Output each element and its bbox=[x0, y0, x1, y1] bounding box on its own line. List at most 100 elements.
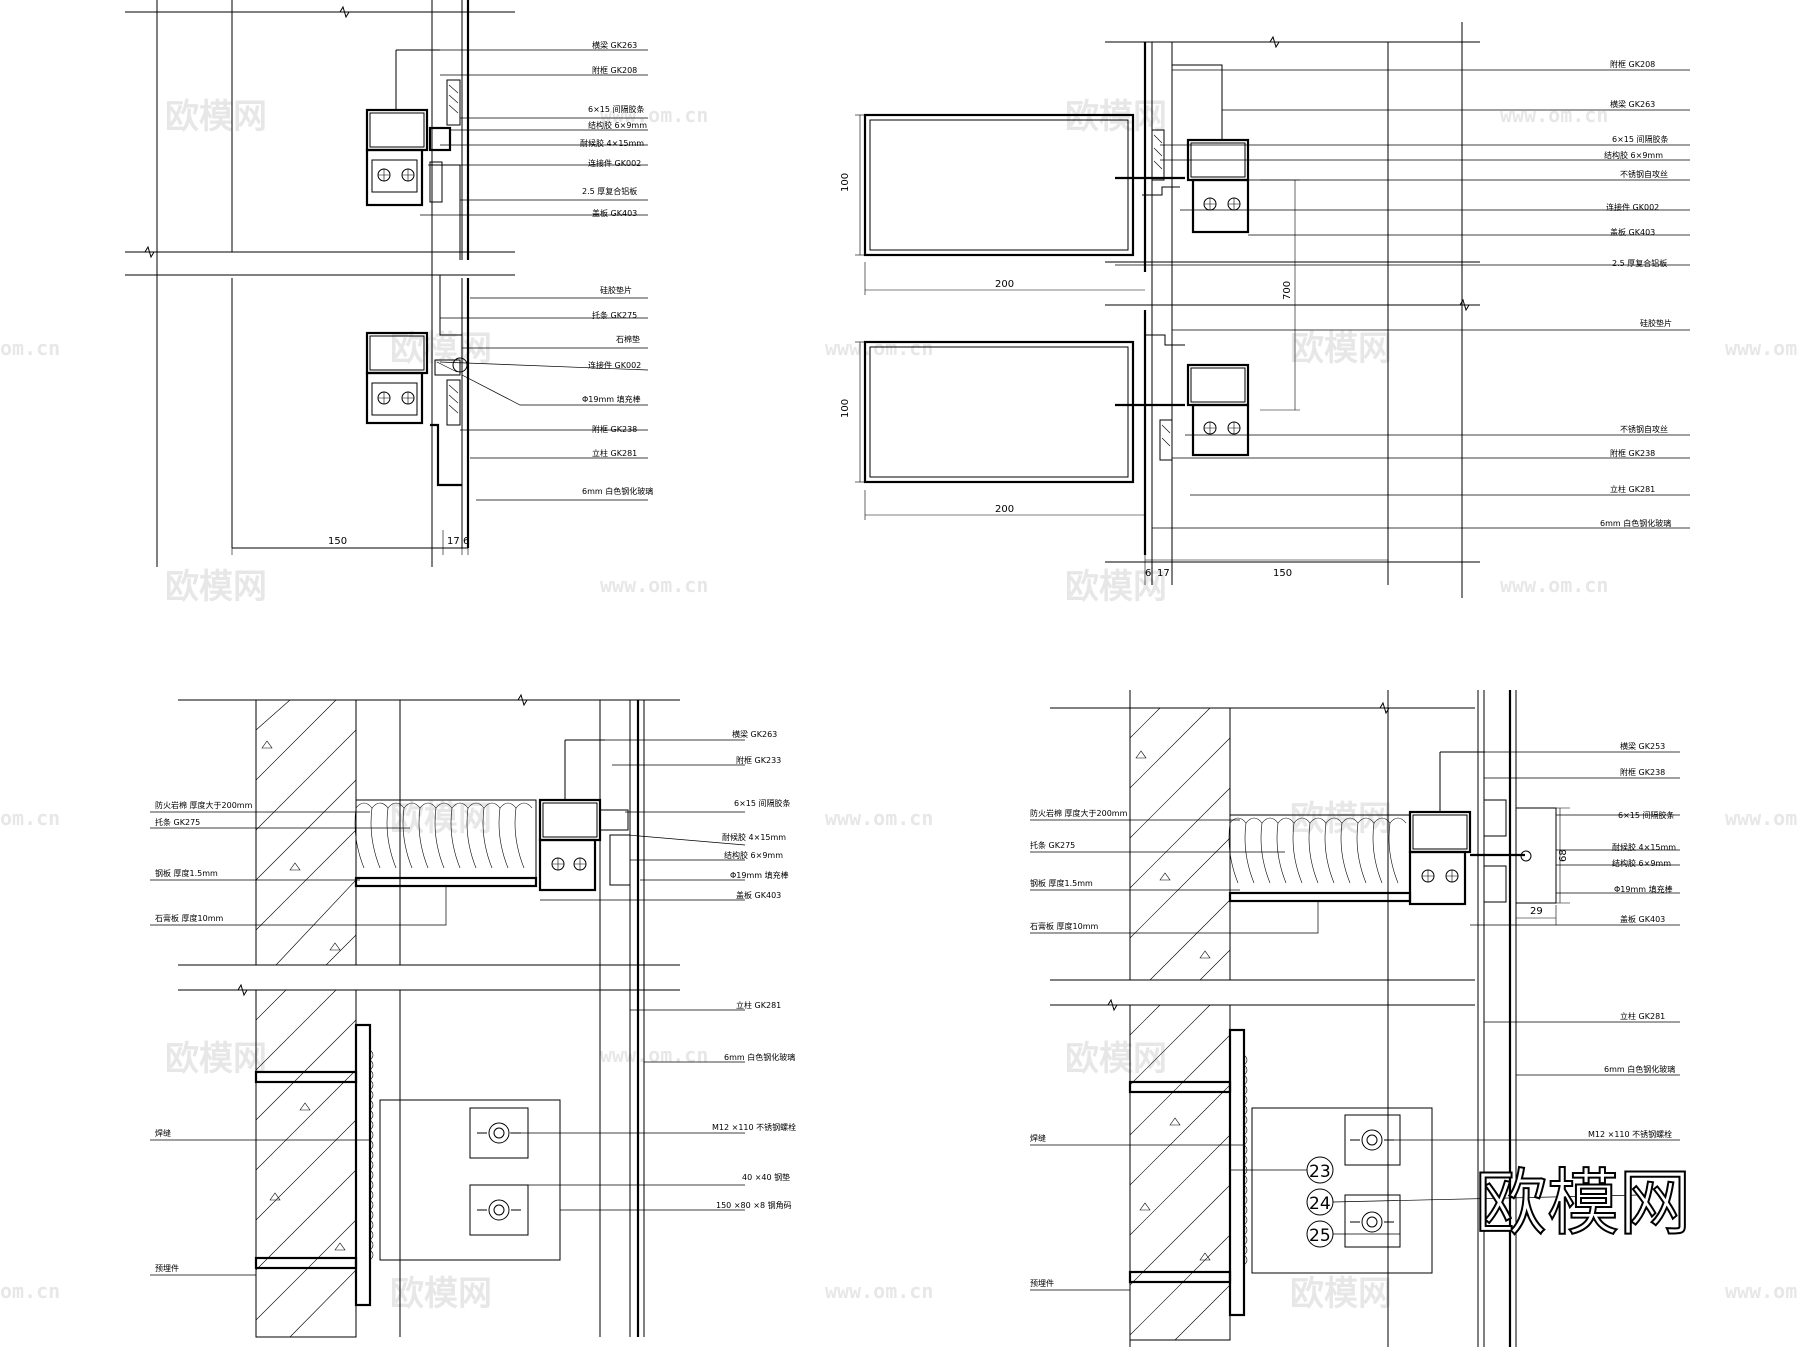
watermark-url: www.om.cn bbox=[825, 1279, 933, 1303]
leader-lines bbox=[396, 49, 649, 501]
dimension-200-bottom: 200 bbox=[995, 504, 1014, 515]
label-steel-washer: 40 ×40 钢垫 bbox=[742, 1172, 790, 1182]
label-tempered-glass: 6mm 白色钢化玻璃 bbox=[1604, 1064, 1675, 1074]
watermark-text: 欧模网 bbox=[1065, 567, 1167, 607]
label-mullion: 立柱 GK281 bbox=[1620, 1011, 1665, 1021]
dimension-150: 150 bbox=[328, 536, 347, 547]
label-support-bar: 托条 GK275 bbox=[1030, 840, 1075, 850]
dimension-100-top: 100 bbox=[840, 173, 851, 192]
label-self-tapping-screw: 不锈钢自攻丝 bbox=[1620, 169, 1668, 179]
detail-bottom-left: 横梁 GK263 附框 GK233 6×15 间隔胶条 耐候胶 4×15mm 结… bbox=[150, 693, 796, 1338]
watermark-text: 欧模网 bbox=[390, 799, 492, 839]
callout-labels: 横梁 GK263 附框 GK208 6×15 间隔胶条 结构胶 6×9mm 耐候… bbox=[580, 40, 653, 496]
watermark-url-short: om.cn bbox=[0, 336, 60, 360]
watermark-url: www.om.cn bbox=[1725, 806, 1800, 830]
label-weather-sealant: 耐候胶 4×15mm bbox=[1612, 842, 1676, 852]
watermark-text: 欧模网 bbox=[390, 1274, 492, 1314]
label-tempered-glass: 6mm 白色钢化玻璃 bbox=[1600, 518, 1671, 528]
label-silicone-shim: 硅胶垫片 bbox=[1640, 318, 1672, 328]
label-structural-sealant: 结构胶 6×9mm bbox=[588, 120, 647, 130]
dimension-200-top: 200 bbox=[995, 279, 1014, 290]
dimension-17: 17 bbox=[447, 536, 460, 547]
watermark-text: 欧模网 bbox=[165, 97, 267, 137]
dimension-700: 700 bbox=[1282, 281, 1293, 300]
watermark-url: www.om.cn bbox=[1500, 103, 1608, 127]
label-sub-frame: 附框 GK208 bbox=[1610, 59, 1655, 69]
watermark-url: www.om.cn bbox=[1725, 336, 1800, 360]
dimension-150: 150 bbox=[1273, 568, 1292, 579]
label-weld: 焊缝 bbox=[155, 1128, 171, 1138]
watermark-url-short: om.cn bbox=[0, 1279, 60, 1303]
label-sub-frame: 附框 GK208 bbox=[592, 65, 637, 75]
label-backer-rod: Φ19mm 填充棒 bbox=[730, 870, 789, 880]
label-structural-sealant: 结构胶 6×9mm bbox=[724, 850, 783, 860]
label-composite-panel: 2.5 厚复合铝板 bbox=[1612, 258, 1667, 268]
watermark-url: www.om.cn bbox=[600, 573, 708, 597]
watermarks: 欧模网 欧模网 欧模网 欧模网 欧模网 欧模网 欧模网 欧模网 欧模网 欧模网 … bbox=[0, 97, 1800, 1314]
leader-lines-left bbox=[150, 811, 447, 1276]
label-connector: 连接件 GK002 bbox=[588, 158, 641, 168]
callout-25: 25 bbox=[1309, 1226, 1331, 1246]
label-gypsum-board: 石膏板 厚度10mm bbox=[155, 913, 224, 923]
label-mullion: 立柱 GK281 bbox=[1610, 484, 1655, 494]
label-tempered-glass: 6mm 白色钢化玻璃 bbox=[582, 486, 653, 496]
label-transom: 横梁 GK263 bbox=[1610, 99, 1655, 109]
dimension-17: 17 bbox=[1157, 568, 1170, 579]
callout-labels: 横梁 GK253 附框 GK238 6×15 间隔胶条 耐候胶 4×15mm 结… bbox=[1588, 741, 1676, 1139]
label-tempered-glass: 6mm 白色钢化玻璃 bbox=[724, 1052, 795, 1062]
label-weather-sealant: 耐候胶 4×15mm bbox=[722, 832, 786, 842]
label-spacer-tape: 6×15 间隔胶条 bbox=[1618, 810, 1675, 820]
leader-lines-left bbox=[1030, 819, 1319, 1291]
watermark-text: 欧模网 bbox=[165, 567, 267, 607]
label-weld: 焊缝 bbox=[1030, 1133, 1046, 1143]
label-embedded-part: 预埋件 bbox=[155, 1263, 179, 1273]
label-spacer-tape: 6×15 间隔胶条 bbox=[588, 104, 645, 114]
dimension-68: 68 bbox=[1558, 849, 1569, 862]
label-spacer-tape: 6×15 间隔胶条 bbox=[1612, 134, 1669, 144]
watermark-url: www.om.cn bbox=[1500, 573, 1608, 597]
label-connector-2: 连接件 GK002 bbox=[588, 360, 641, 370]
callout-labels: 横梁 GK263 附框 GK233 6×15 间隔胶条 耐候胶 4×15mm 结… bbox=[712, 729, 796, 1210]
logo-watermark: 欧模网 bbox=[1475, 1161, 1691, 1245]
callout-labels-left: 防火岩棉 厚度大于200mm 托条 GK275 钢板 厚度1.5mm 石膏板 厚… bbox=[1030, 808, 1128, 1288]
label-mullion: 立柱 GK281 bbox=[736, 1000, 781, 1010]
label-silicone-shim: 硅胶垫片 bbox=[600, 285, 632, 295]
callout-labels: 附框 GK208 横梁 GK263 6×15 间隔胶条 结构胶 6×9mm 不锈… bbox=[1600, 59, 1672, 528]
callout-24: 24 bbox=[1309, 1194, 1331, 1214]
label-fire-wool: 防火岩棉 厚度大于200mm bbox=[1030, 808, 1128, 818]
label-cover-plate: 盖板 GK403 bbox=[1620, 914, 1665, 924]
label-backer-rod: Φ19mm 填充棒 bbox=[1614, 884, 1673, 894]
label-gypsum-board: 石膏板 厚度10mm bbox=[1030, 921, 1099, 931]
watermark-url: www.om.cn bbox=[600, 103, 708, 127]
label-cover-plate: 盖板 GK403 bbox=[592, 208, 637, 218]
label-self-tapping-screw-2: 不锈钢自攻丝 bbox=[1620, 424, 1668, 434]
label-support-bar: 托条 GK275 bbox=[592, 310, 637, 320]
label-cover-plate: 盖板 GK403 bbox=[736, 890, 781, 900]
label-transom: 横梁 GK263 bbox=[592, 40, 637, 50]
label-mullion: 立柱 GK281 bbox=[592, 448, 637, 458]
watermark-url: www.om.cn bbox=[600, 1043, 708, 1067]
label-structural-sealant: 结构胶 6×9mm bbox=[1612, 858, 1671, 868]
label-spacer-tape: 6×15 间隔胶条 bbox=[734, 798, 791, 808]
leader-lines bbox=[1115, 69, 1690, 529]
label-transom: 横梁 GK263 bbox=[732, 729, 777, 739]
watermark-url-short: om.cn bbox=[0, 806, 60, 830]
callout-23: 23 bbox=[1309, 1162, 1331, 1182]
dimension-29: 29 bbox=[1530, 906, 1543, 917]
watermark-text: 欧模网 bbox=[1290, 329, 1392, 369]
label-steel-angle: 150 ×80 ×8 钢角码 bbox=[716, 1200, 792, 1210]
label-fire-wool: 防火岩棉 厚度大于200mm bbox=[155, 800, 253, 810]
label-backer-rod: Φ19mm 填充棒 bbox=[582, 394, 641, 404]
callout-labels-left: 防火岩棉 厚度大于200mm 托条 GK275 钢板 厚度1.5mm 石膏板 厚… bbox=[155, 800, 253, 1273]
label-cover-plate: 盖板 GK403 bbox=[1610, 227, 1655, 237]
watermark-text: 欧模网 bbox=[1290, 1274, 1392, 1314]
detail-top-left: 150 17 6 横梁 GK263 附框 GK208 6×15 间隔胶条 bbox=[125, 0, 653, 567]
dimension-6: 6 bbox=[463, 536, 469, 547]
label-steel-plate: 钢板 厚度1.5mm bbox=[1030, 878, 1093, 888]
leader-lines bbox=[1390, 751, 1680, 1141]
watermark-text: 欧模网 bbox=[1065, 1039, 1167, 1079]
label-embedded-part: 预埋件 bbox=[1030, 1278, 1054, 1288]
watermark-url: www.om.cn bbox=[1725, 1279, 1800, 1303]
label-sub-frame-2: 附框 GK238 bbox=[1610, 448, 1655, 458]
label-bolt: M12 ×110 不锈钢螺栓 bbox=[1588, 1129, 1672, 1139]
